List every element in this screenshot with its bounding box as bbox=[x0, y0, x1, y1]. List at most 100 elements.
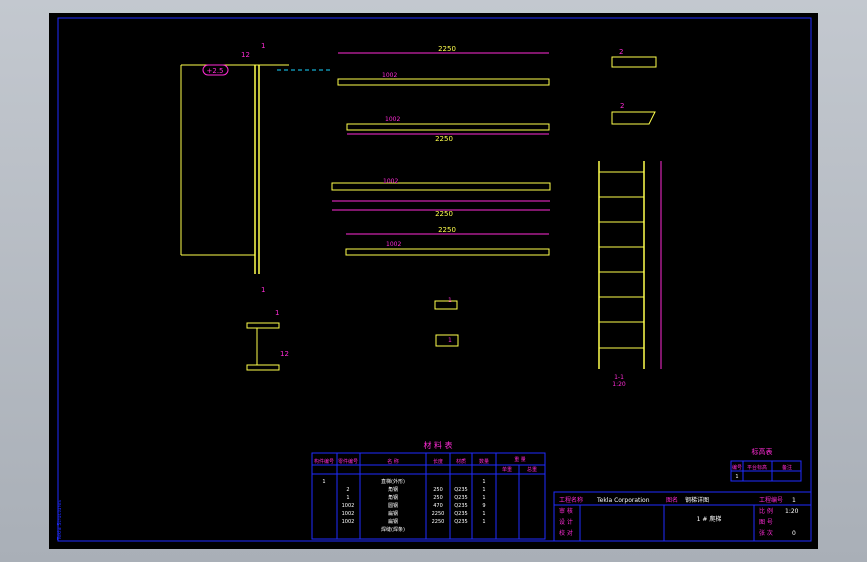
rail-body-3 bbox=[331, 182, 551, 191]
part-12-label: 12 bbox=[241, 51, 250, 59]
side-note: Tekla Structures bbox=[57, 500, 63, 541]
material-header-4: 长度 bbox=[433, 458, 443, 465]
drawing-name-label: 图名 bbox=[666, 496, 678, 504]
part-1-a bbox=[434, 300, 458, 310]
material-header-6: 数量 bbox=[479, 458, 489, 465]
drawing-sheet[interactable]: +2.5 12 1 1 1 12 2250 1002 bbox=[49, 13, 818, 549]
rail-detail-3: 2250 1002 bbox=[331, 178, 551, 218]
dim-text-2: 2250 bbox=[435, 135, 453, 143]
material-header-5: 材质 bbox=[456, 458, 466, 465]
rail-body-4 bbox=[345, 248, 550, 256]
material-cell: Q235 bbox=[454, 511, 467, 517]
rail-detail-1: 2250 1002 bbox=[337, 45, 550, 86]
level-table: 标高表 编号 平台标高 备注 1 bbox=[730, 447, 802, 482]
level-header-1: 编号 bbox=[732, 464, 742, 471]
level-mark-label: +2.5 bbox=[207, 67, 224, 75]
material-cell: Q235 bbox=[454, 487, 467, 493]
rail-label-1002-4: 1002 bbox=[386, 241, 401, 248]
dim-text-1: 2250 bbox=[438, 45, 456, 53]
material-cell: 圆钢 bbox=[388, 502, 398, 509]
material-cell: 1 bbox=[482, 519, 485, 525]
material-cell: 1 bbox=[482, 487, 485, 493]
meta-label-3: 张 次 bbox=[759, 529, 773, 537]
material-cell: 1 bbox=[482, 511, 485, 517]
material-cell: Q235 bbox=[454, 495, 467, 501]
material-cell: 2 bbox=[346, 487, 349, 493]
material-cell: Q235 bbox=[454, 519, 467, 525]
level-header-2: 平台标高 bbox=[747, 464, 767, 471]
material-cell: 2250 bbox=[432, 519, 445, 525]
bracket-bottom bbox=[246, 364, 280, 371]
material-group-header: 重 量 bbox=[514, 456, 526, 463]
drawing-canvas: +2.5 12 1 1 1 12 2250 1002 bbox=[57, 17, 812, 542]
level-row-number: 1 bbox=[735, 474, 738, 480]
meta-label-1: 比 例 bbox=[759, 507, 773, 515]
angle-part-2b bbox=[611, 111, 656, 125]
top-section-mark: 1 bbox=[261, 42, 265, 50]
rail-label-1002-2: 1002 bbox=[385, 116, 400, 123]
material-cell: 1 bbox=[482, 495, 485, 501]
material-header-8: 总重 bbox=[527, 466, 537, 473]
meta-label-2: 图 号 bbox=[759, 519, 773, 526]
material-header-7: 单重 bbox=[502, 466, 512, 473]
view-scale-label: 1:20 bbox=[612, 381, 626, 388]
sheet-value: 0 bbox=[792, 530, 796, 537]
dim-text-4: 2250 bbox=[438, 226, 456, 234]
part-1-a-label: 1 bbox=[448, 297, 452, 304]
level-marker bbox=[202, 64, 229, 76]
material-table-frame bbox=[311, 452, 546, 540]
project-label: 工程名称 bbox=[559, 496, 583, 504]
view-label: 1-1 bbox=[614, 374, 624, 381]
bottom-section-mark: 1 bbox=[261, 286, 265, 294]
part-1-b-label: 1 bbox=[448, 337, 452, 344]
material-cell: 直梯(外形) bbox=[381, 478, 405, 485]
drawing-no-label: 工程编号 bbox=[759, 496, 783, 504]
material-cell: 1 bbox=[346, 495, 349, 501]
rail-label-1002: 1002 bbox=[382, 72, 397, 79]
material-cell: 1 bbox=[482, 479, 485, 485]
material-cell: 扁钢 bbox=[388, 510, 398, 517]
material-cell: 470 bbox=[433, 503, 443, 509]
level-header-3: 备注 bbox=[782, 464, 792, 471]
material-table: 材 料 表 构件编号 零件编号 名 称 长度 材质 数量 重 量 单重 总重 bbox=[311, 440, 546, 540]
material-cell: 250 bbox=[433, 495, 443, 501]
material-cell: 1 bbox=[322, 479, 325, 485]
title-block: 工程名称 Tekla Corporation 图名 钢梯详图 1 # 爬梯 工程… bbox=[553, 491, 812, 542]
dim-text-3: 2250 bbox=[435, 210, 453, 218]
rail-body-2 bbox=[346, 123, 550, 131]
material-cell: 9 bbox=[482, 503, 485, 509]
material-table-title: 材 料 表 bbox=[423, 440, 452, 450]
title-row-2: 设 计 bbox=[559, 518, 573, 526]
rail-detail-2: 2250 1002 bbox=[346, 116, 550, 143]
scale-value: 1:20 bbox=[785, 508, 799, 515]
company-name: Tekla Corporation bbox=[596, 497, 650, 504]
material-cell: 1002 bbox=[342, 511, 355, 517]
material-cell: 角钢 bbox=[388, 494, 398, 501]
angle-label-2a: 2 bbox=[619, 48, 623, 56]
material-cell: 扁钢 bbox=[388, 518, 398, 525]
ladder-elevation-left: +2.5 12 1 1 bbox=[180, 42, 331, 294]
material-cell: Q235 bbox=[454, 503, 467, 509]
rail-body-1 bbox=[337, 78, 550, 86]
material-header-2: 零件编号 bbox=[338, 458, 358, 465]
material-cell: 250 bbox=[433, 487, 443, 493]
bracket-top bbox=[246, 322, 280, 329]
angle-parts: 2 2 bbox=[611, 48, 657, 125]
right-ladder: 1-1 1:20 bbox=[598, 161, 662, 388]
rail-label-1002-3: 1002 bbox=[383, 178, 398, 185]
sheet-border bbox=[57, 17, 812, 542]
title-row-1: 审 核 bbox=[559, 507, 573, 515]
title-block-frame bbox=[553, 491, 812, 542]
material-cell: 焊缝(焊条) bbox=[381, 526, 405, 533]
rail-detail-4: 2250 1002 bbox=[345, 226, 550, 256]
material-cell: 1002 bbox=[342, 503, 355, 509]
level-table-title: 标高表 bbox=[752, 447, 773, 456]
material-header-1: 构件编号 bbox=[314, 458, 334, 465]
material-header-3: 名 称 bbox=[387, 458, 399, 465]
drawing-type: 钢梯详图 bbox=[685, 496, 709, 504]
drawing-no: 1 bbox=[792, 497, 796, 504]
bracket-part-1: 1 bbox=[275, 309, 279, 317]
angle-label-2b: 2 bbox=[620, 102, 624, 110]
